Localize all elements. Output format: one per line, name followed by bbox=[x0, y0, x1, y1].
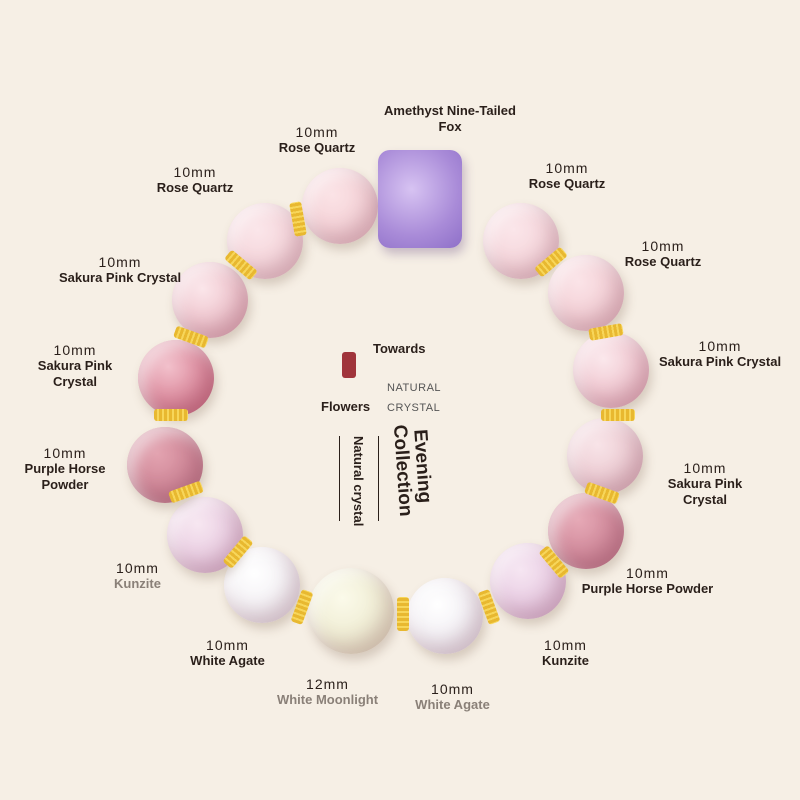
label-name: Rose Quartz bbox=[278, 140, 356, 155]
natural-crystal-text: Natural crystal bbox=[351, 436, 366, 527]
bead-purple-horse bbox=[548, 493, 624, 569]
label-amethyst: Amethyst Nine-Tailed Fox bbox=[375, 103, 525, 135]
label-size: 10mm bbox=[43, 445, 87, 461]
natural-text: NATURAL bbox=[387, 382, 442, 394]
label-size: 10mm bbox=[683, 460, 727, 476]
label-size: 10mm bbox=[544, 637, 587, 653]
divider-line bbox=[378, 436, 379, 521]
label-size: 10mm bbox=[545, 160, 589, 176]
label-name: Sakura Pink Crystal bbox=[58, 270, 182, 285]
label-name: Purple Horse Powder bbox=[581, 581, 714, 596]
label-name: White Agate bbox=[415, 697, 490, 712]
seal-stamp bbox=[342, 352, 356, 378]
label-name: Kunzite bbox=[542, 653, 589, 668]
label-name: Sakura Pink Crystal bbox=[658, 354, 782, 369]
amethyst-fox-bead bbox=[378, 150, 462, 248]
gold-spacer bbox=[397, 597, 409, 631]
label-size: 10mm bbox=[626, 565, 669, 581]
label-name: White Agate bbox=[190, 653, 265, 668]
label-name: Amethyst Nine-Tailed Fox bbox=[384, 103, 516, 134]
flowers-text: Flowers bbox=[321, 399, 371, 414]
label-name: Kunzite bbox=[114, 576, 161, 591]
label-name: Sakura Pink Crystal bbox=[667, 476, 743, 507]
label-name: Sakura Pink Crystal bbox=[37, 358, 113, 389]
label-name: White Moonlight bbox=[276, 692, 379, 707]
label-size: 10mm bbox=[53, 342, 97, 358]
crystal-text: CRYSTAL bbox=[387, 402, 441, 414]
label-name: Purple Horse Powder bbox=[24, 461, 106, 492]
label-size: 10mm bbox=[641, 238, 685, 254]
bead-white-moonlight bbox=[308, 568, 394, 654]
label-size: 10mm bbox=[431, 681, 474, 697]
label-size: 10mm bbox=[698, 338, 742, 354]
bead-sakura bbox=[567, 418, 643, 494]
evening-collection-title: Evening Collection bbox=[389, 423, 435, 517]
gold-spacer bbox=[154, 409, 188, 421]
label-size: 10mm bbox=[206, 637, 249, 653]
bead-rose-quartz bbox=[302, 168, 378, 244]
label-size: 10mm bbox=[173, 164, 217, 180]
bead-rose-quartz bbox=[548, 255, 624, 331]
label-size: 12mm bbox=[306, 676, 349, 692]
label-size: 10mm bbox=[98, 254, 142, 270]
bead-white-agate bbox=[407, 578, 483, 654]
bead-sakura bbox=[138, 340, 214, 416]
towards-text: Towards bbox=[373, 341, 426, 356]
label-name: Rose Quartz bbox=[624, 254, 702, 269]
label-size: 10mm bbox=[116, 560, 159, 576]
bead-sakura bbox=[573, 332, 649, 408]
divider-line bbox=[339, 436, 340, 521]
label-name: Rose Quartz bbox=[156, 180, 234, 195]
bead-sakura bbox=[172, 262, 248, 338]
label-size: 10mm bbox=[295, 124, 339, 140]
label-name: Rose Quartz bbox=[528, 176, 606, 191]
gold-spacer bbox=[601, 409, 635, 421]
